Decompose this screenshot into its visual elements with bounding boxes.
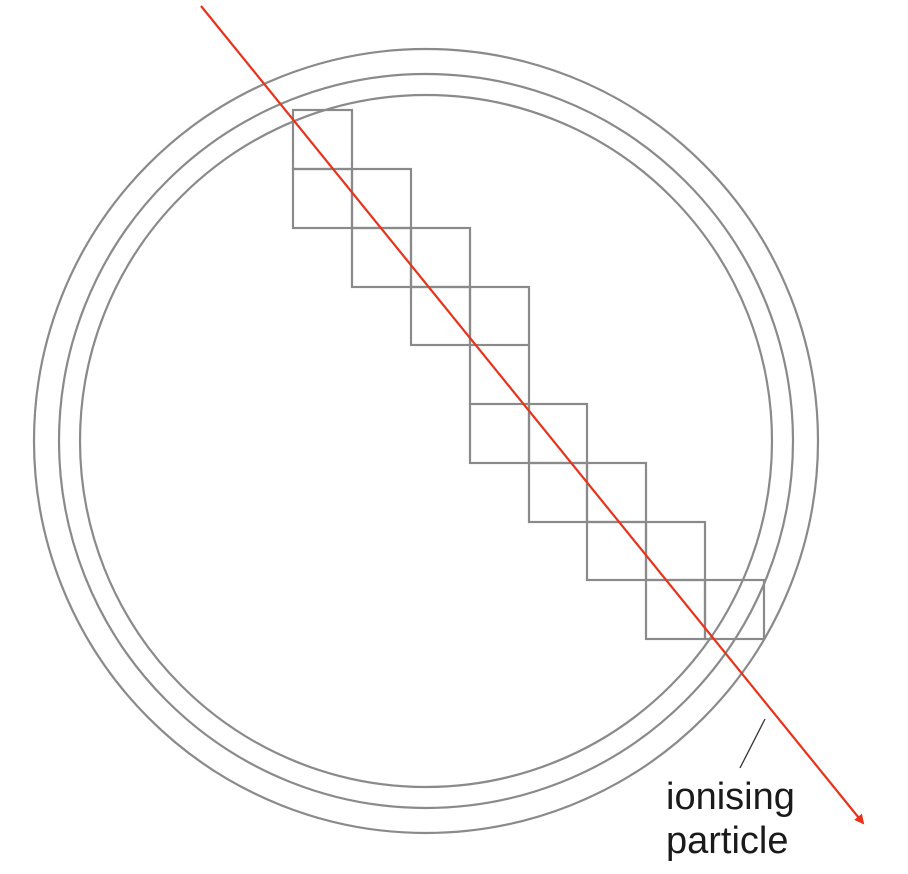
particle-track-arrow	[200, 5, 865, 825]
inner-ring	[78, 93, 774, 789]
detector-cell	[350, 226, 413, 289]
outer-ring	[32, 47, 820, 835]
middle-ring	[57, 72, 795, 810]
detector-cell	[703, 578, 766, 641]
label-leader-line	[739, 718, 766, 769]
detector-cell	[409, 226, 472, 289]
detector-cell	[468, 402, 531, 465]
detector-cell	[350, 167, 413, 230]
detector-cell	[527, 402, 589, 465]
detector-cell	[585, 520, 648, 582]
detector-cells	[291, 108, 766, 641]
detector-cell	[409, 285, 472, 347]
detector-cell	[644, 520, 707, 582]
particle-label-line-1: ionising	[666, 776, 795, 818]
particle-label-line-2: particle	[666, 820, 789, 862]
detector-cell	[291, 167, 354, 230]
detector-rings	[32, 47, 820, 835]
detector-cell	[468, 285, 531, 347]
detector-cell	[644, 578, 707, 641]
